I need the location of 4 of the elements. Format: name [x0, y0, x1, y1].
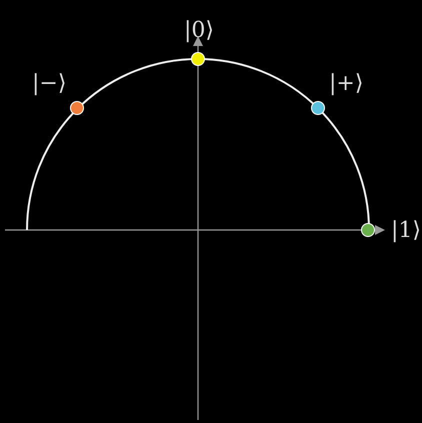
state-label: |−⟩ — [32, 71, 66, 97]
state-label: |+⟩ — [329, 71, 364, 97]
state-label: |0⟩ — [184, 18, 214, 44]
state-label: |1⟩ — [391, 218, 421, 244]
